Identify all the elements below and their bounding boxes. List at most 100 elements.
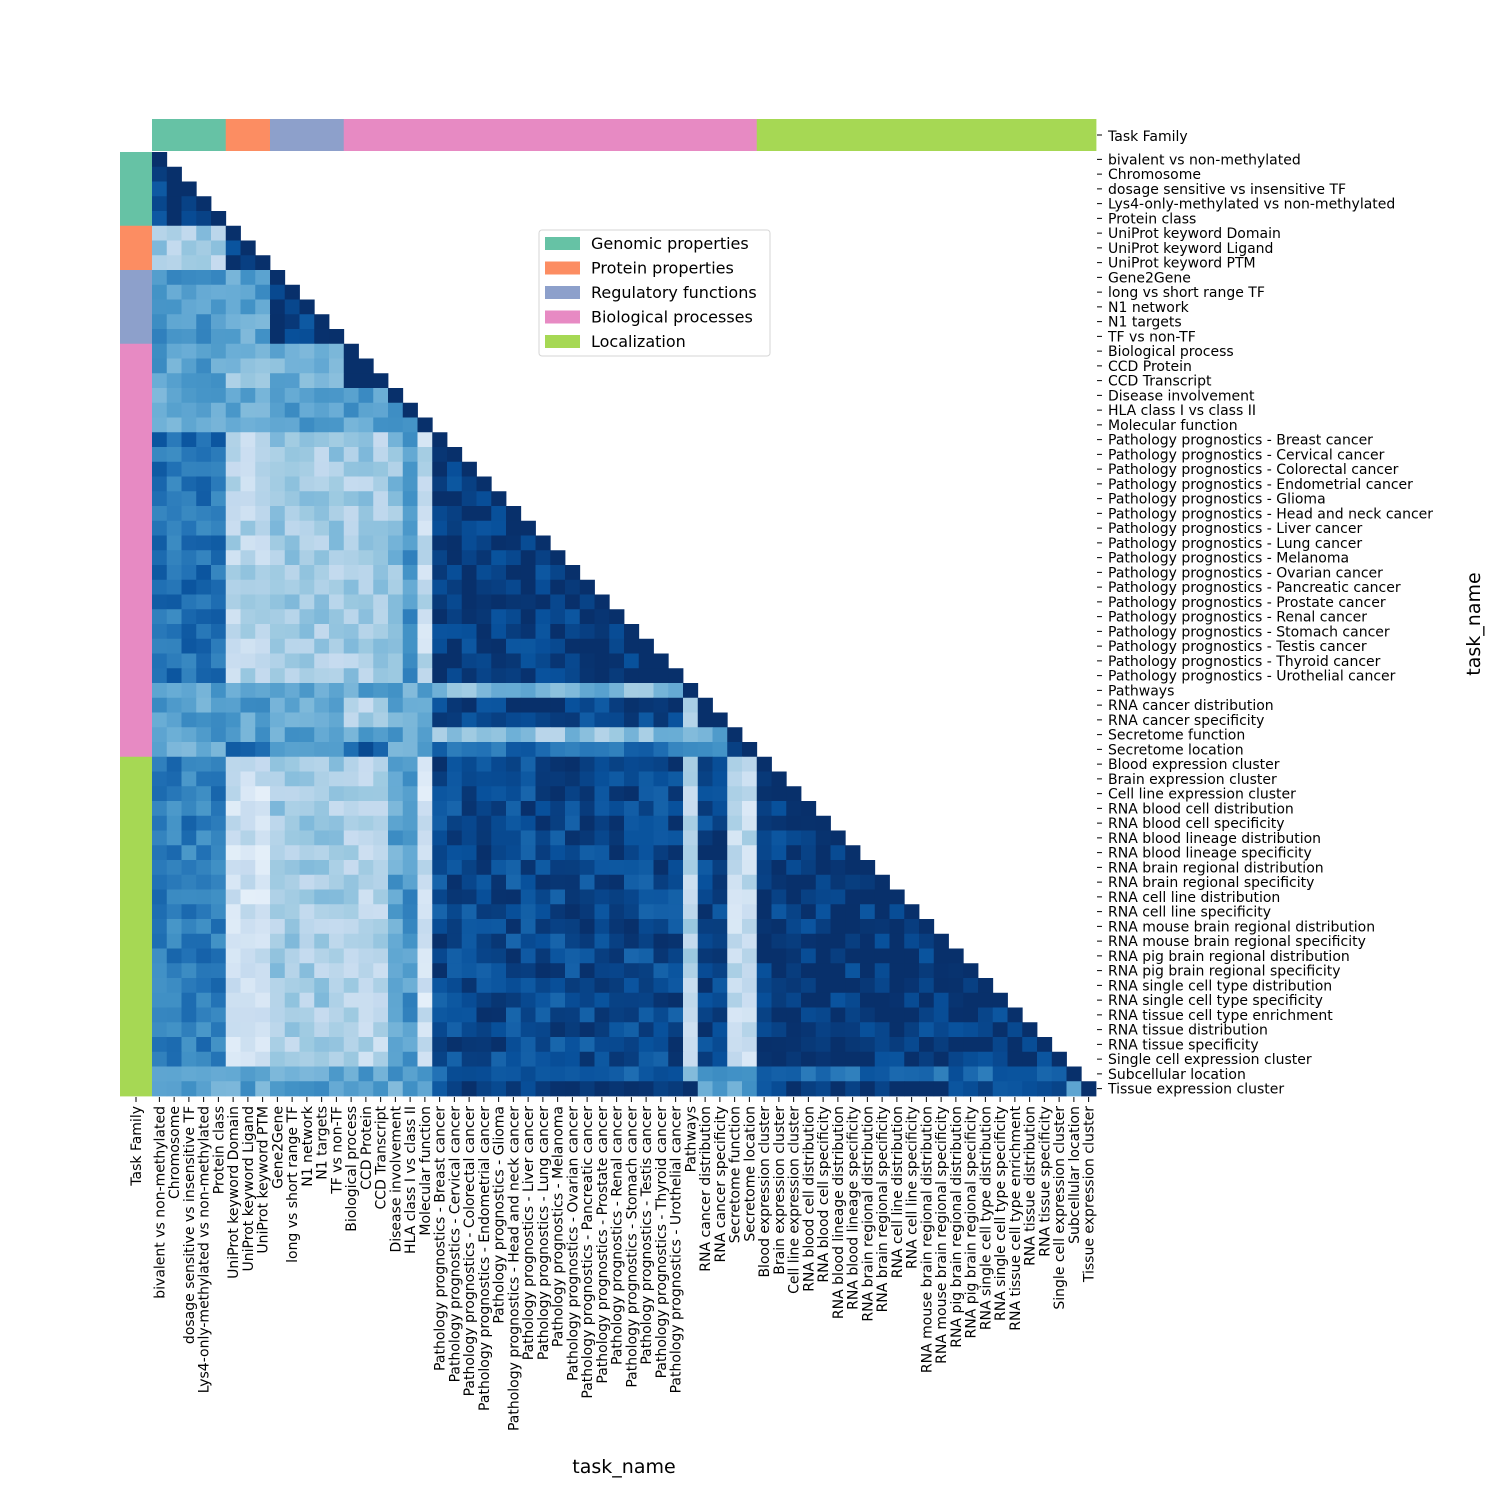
heatmap-cell [240, 712, 256, 728]
heatmap-cell [329, 624, 345, 640]
y-tick-label: Gene2Gene [1108, 270, 1191, 286]
y-tick-label: RNA mouse brain regional distribution [1108, 919, 1375, 935]
heatmap-cell [373, 712, 389, 728]
heatmap-cell [166, 299, 182, 315]
heatmap-cell [388, 992, 404, 1008]
x-tick-label: RNA cell line distribution [890, 1106, 906, 1278]
heatmap-cell [152, 270, 168, 286]
heatmap-cell [874, 963, 890, 979]
x-tick-label: Gene2Gene [270, 1106, 286, 1189]
heatmap-cell [299, 417, 315, 433]
x-axis-label: task_name [572, 1456, 675, 1478]
heatmap-cell [520, 845, 536, 861]
column-family-cell [727, 119, 743, 151]
heatmap-cell [358, 860, 374, 876]
heatmap-cell [358, 388, 374, 404]
heatmap-cell [152, 712, 168, 728]
heatmap-cell [756, 801, 772, 817]
x-tick-label: Pathology prognostics - Stomach cancer [624, 1106, 640, 1388]
heatmap-cell [506, 624, 522, 640]
heatmap-cell [1022, 1066, 1038, 1082]
heatmap-cell [373, 889, 389, 905]
heatmap-cell [417, 447, 433, 463]
heatmap-cell [166, 756, 182, 772]
heatmap-cell [358, 447, 374, 463]
heatmap-cell [255, 874, 271, 890]
heatmap-cell [432, 963, 448, 979]
heatmap-cell [211, 402, 227, 418]
heatmap-cell [594, 742, 610, 758]
heatmap-cell [933, 933, 949, 949]
y-tick-label: Pathology prognostics - Liver cancer [1108, 521, 1362, 537]
y-tick-label: Pathology prognostics - Head and neck ca… [1108, 506, 1433, 522]
heatmap-cell [889, 904, 905, 920]
heatmap-cell [565, 565, 581, 581]
heatmap-cell [860, 1066, 876, 1082]
heatmap-cell [461, 742, 477, 758]
x-tick-label: RNA cell line specificity [905, 1106, 921, 1269]
heatmap-cell [653, 1081, 669, 1097]
heatmap-cell [476, 1037, 492, 1053]
heatmap-cell [624, 845, 640, 861]
heatmap-cell [284, 933, 300, 949]
heatmap-cell [402, 1037, 418, 1053]
heatmap-cell [255, 329, 271, 345]
heatmap-cell [166, 255, 182, 271]
heatmap-cell [211, 461, 227, 477]
heatmap-cell [447, 919, 463, 935]
heatmap-cell [801, 860, 817, 876]
heatmap-cell [343, 697, 359, 713]
heatmap-cell [461, 1066, 477, 1082]
heatmap-cell [166, 447, 182, 463]
column-family-cell [402, 119, 418, 151]
heatmap-cell [270, 845, 286, 861]
heatmap-cell [343, 609, 359, 625]
heatmap-cell [373, 417, 389, 433]
heatmap-cell [299, 756, 315, 772]
heatmap-cell [550, 860, 566, 876]
heatmap-cell [314, 314, 330, 330]
heatmap-cell [963, 1066, 979, 1082]
heatmap-cell [727, 889, 743, 905]
heatmap-cell [683, 697, 699, 713]
heatmap-cell [284, 712, 300, 728]
heatmap-cell [638, 742, 654, 758]
heatmap-cell [181, 343, 197, 359]
heatmap-cell [417, 904, 433, 920]
heatmap-cell [152, 565, 168, 581]
heatmap-cell [697, 756, 713, 772]
heatmap-cell [727, 963, 743, 979]
heatmap-cell [579, 1051, 595, 1067]
heatmap-cell [211, 786, 227, 802]
heatmap-cell [904, 992, 920, 1008]
heatmap-cell [196, 845, 212, 861]
heatmap-cell [314, 358, 330, 374]
heatmap-cell [417, 579, 433, 595]
heatmap-cell [933, 1037, 949, 1053]
heatmap-cell [299, 948, 315, 964]
heatmap-cell [668, 756, 684, 772]
heatmap-cell [181, 624, 197, 640]
heatmap-cell [978, 1066, 994, 1082]
x-tick-label: N1 network [300, 1105, 316, 1187]
heatmap-cell [491, 535, 507, 551]
heatmap-cell [1022, 1037, 1038, 1053]
heatmap-cell [299, 447, 315, 463]
heatmap-cell [373, 978, 389, 994]
heatmap-cell [668, 668, 684, 684]
heatmap-cell [225, 624, 241, 640]
heatmap-cell [225, 963, 241, 979]
heatmap-cell [373, 520, 389, 536]
heatmap-cell [933, 1051, 949, 1067]
heatmap-cell [447, 476, 463, 492]
heatmap-cell [181, 358, 197, 374]
heatmap-cell [683, 830, 699, 846]
heatmap-cell [550, 668, 566, 684]
heatmap-cell [624, 801, 640, 817]
heatmap-cell [314, 609, 330, 625]
y-tick-label: bivalent vs non-methylated [1108, 152, 1301, 168]
heatmap-cell [830, 1037, 846, 1053]
heatmap-cell [786, 786, 802, 802]
heatmap-cell [786, 1051, 802, 1067]
heatmap-cell [284, 432, 300, 448]
